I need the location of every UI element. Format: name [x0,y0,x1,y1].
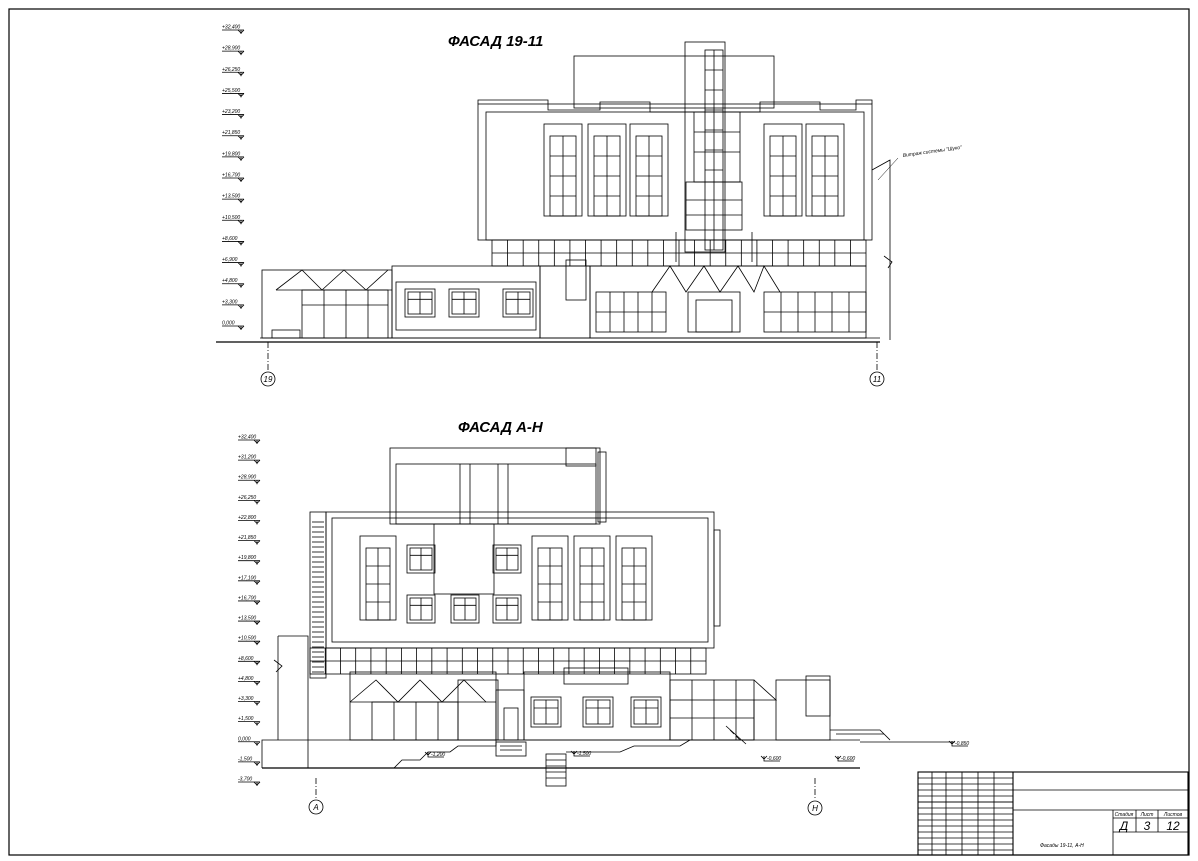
stamp-sheets: 12 [1166,819,1180,833]
level-mark: +23,200 [222,109,240,115]
stamp-col-stage: Стадия [1115,812,1134,818]
level-mark: +1,500 [238,716,254,722]
ground-level-mark: -0,600 [841,756,855,762]
level-mark: +16,700 [238,595,256,601]
level-mark: +10,500 [222,215,240,221]
facade-1-level-marks: +32,400 +28,900 +26,250 +25,500 +23,200 +21,8… [222,25,245,330]
stamp-caption: Фасады 19-11, А-Н [1040,843,1084,849]
level-mark: +4,800 [222,278,238,284]
level-mark: +3,300 [222,299,238,305]
level-mark: -1,500 [238,756,252,762]
stamp-stage: Д [1118,819,1129,833]
ground-level-mark: -1,200 [431,752,445,758]
level-mark: +28,900 [238,475,256,481]
stamp-col-sheets: Листов [1163,812,1183,818]
level-mark: +22,800 [238,515,256,521]
level-mark: +19,800 [238,555,256,561]
facade-1-axis-left: 19 [264,375,273,384]
level-mark: +6,900 [222,257,238,263]
level-mark: +21,850 [238,535,256,541]
level-mark: +32,400 [222,25,240,31]
facade-2-level-marks: +32,400 +31,200 +28,900 +26,250 +22,800 +21,8… [238,435,261,786]
facade-a-n: ФАСАД А-Н +32,400 +31,200 +28,900 +26,250 +2… [238,419,969,816]
level-mark: +17,100 [238,575,256,581]
level-mark: +13,500 [222,194,240,200]
facade-1-title: ФАСАД 19-11 [448,33,543,50]
level-mark: +13,500 [238,616,256,622]
level-mark: 0,000 [222,321,235,327]
level-mark: 0,000 [238,736,251,742]
level-mark: +28,900 [222,46,240,52]
facade-2-title: ФАСАД А-Н [458,419,544,436]
ground-level-mark: -0,600 [767,756,781,762]
level-mark: +10,500 [238,636,256,642]
ground-level-mark: -0,850 [955,741,969,747]
level-mark: +19,800 [222,151,240,157]
level-mark: +26,250 [222,67,240,73]
level-mark: -3,700 [238,777,252,783]
level-mark: +32,400 [238,435,256,441]
level-mark: +8,600 [238,656,254,662]
stamp-col-sheet: Лист [1140,812,1154,818]
stamp-sheet: 3 [1144,819,1151,833]
level-mark: +31,200 [238,455,256,461]
level-mark: +25,500 [222,88,240,94]
facade-1-note: Витраж системы "Шуко" [902,145,962,159]
level-mark: +21,850 [222,130,240,136]
ground-level-mark: -1,500 [577,751,591,757]
level-mark: +26,250 [238,495,256,501]
title-block: Стадия Лист Листов Д 3 12 Фасады 19-11, … [917,771,1189,856]
facade-2-axis-right: Н [812,804,818,813]
level-mark: +3,300 [238,696,254,702]
level-mark: +16,700 [222,173,240,179]
level-mark: +4,800 [238,676,254,682]
facade-2-axis-left: А [312,803,318,812]
level-mark: +8,600 [222,236,238,242]
facade-1-axis-right: 11 [873,375,881,384]
sheet-frame [8,8,1190,856]
facade-19-11: ФАСАД 19-11 +32,400 +28,900 +26,250 +25,500… [216,25,962,387]
